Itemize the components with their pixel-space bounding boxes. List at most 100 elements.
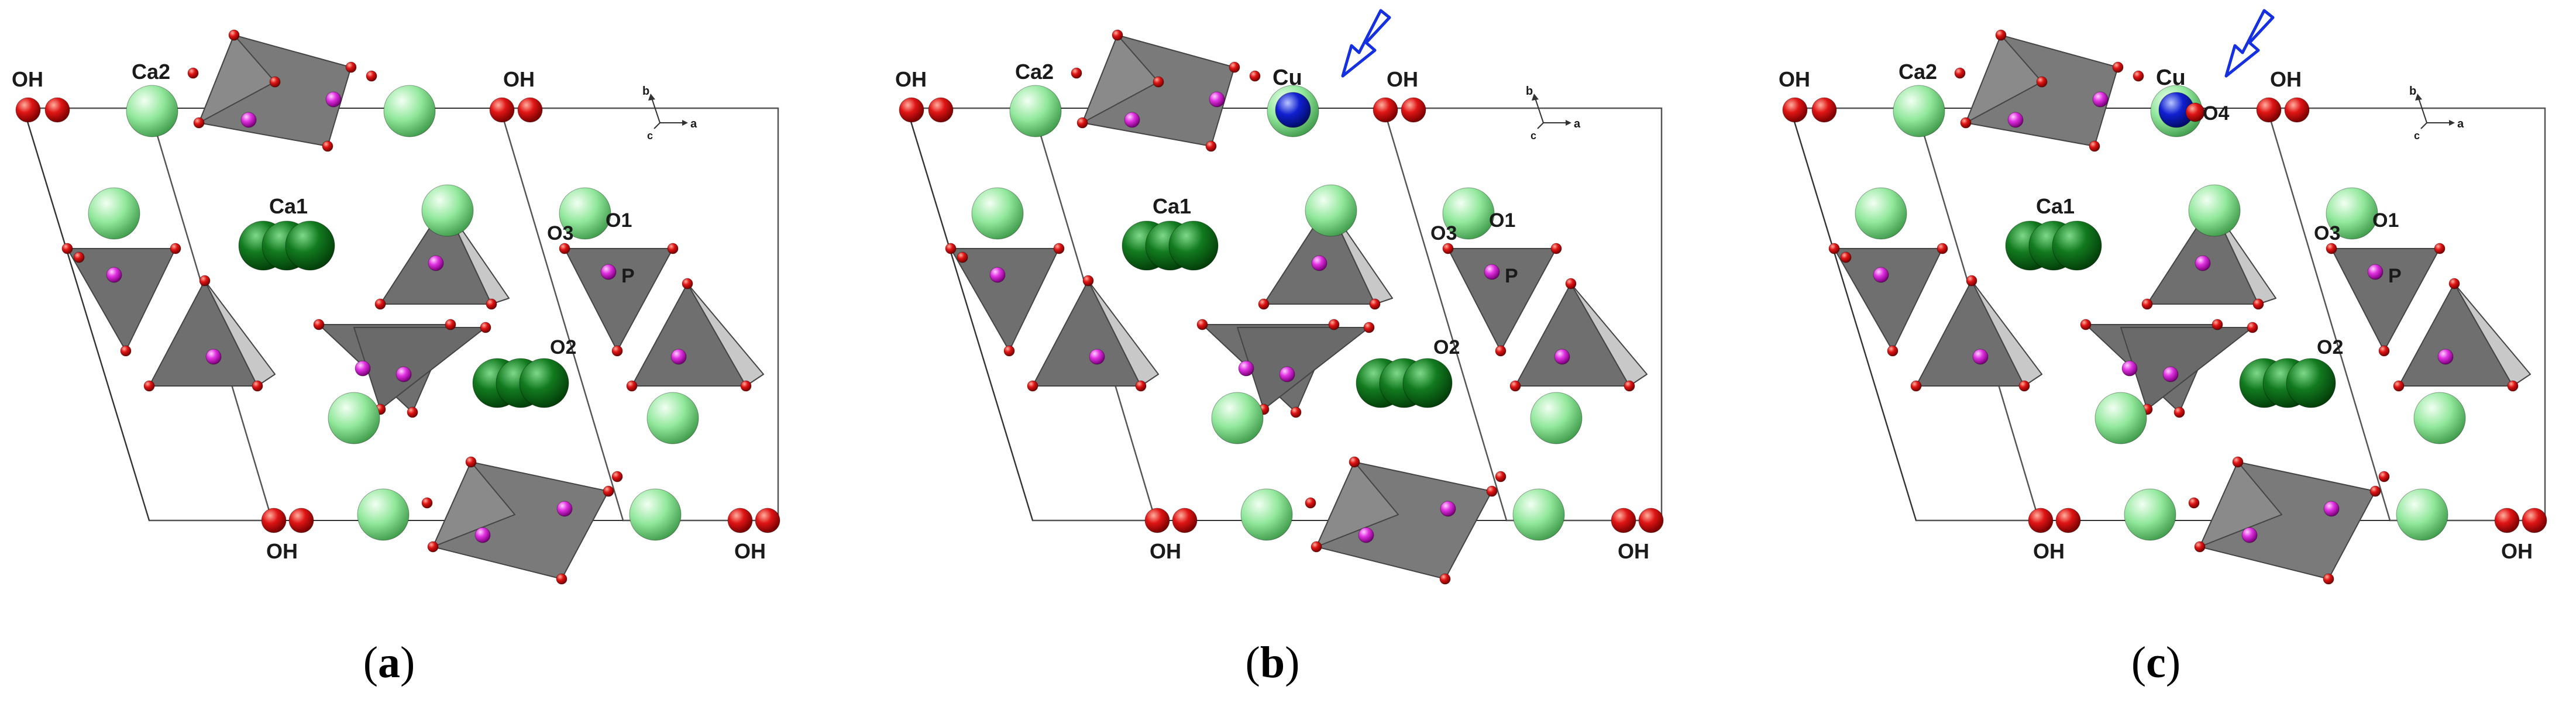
label-o3: O3	[1430, 222, 1457, 244]
phosphorus-atom	[325, 91, 342, 108]
hydroxyl-oxygen	[1638, 508, 1664, 533]
label-o1: O1	[606, 209, 632, 232]
oxygen-atom	[2378, 345, 2390, 357]
oxygen-atom	[1486, 485, 1498, 497]
oxygen-atom	[945, 243, 957, 254]
oxygen-atom	[2393, 380, 2405, 392]
phosphorus-atom	[1279, 366, 1295, 382]
label-o2: O2	[550, 336, 576, 358]
caption-open-paren: (	[1246, 638, 1260, 687]
label-oh-top-left: OH	[1779, 67, 1810, 91]
label-ca2: Ca2	[132, 60, 170, 84]
label-o2: O2	[1433, 336, 1460, 358]
label-o4: O4	[2203, 102, 2229, 125]
hydroxyl-oxygen	[1144, 508, 1170, 533]
po4-tetrahedron-face	[2120, 327, 2253, 410]
phosphorus-atom	[2195, 255, 2211, 271]
ca2-atom	[1855, 187, 1907, 240]
hydroxyl-oxygen	[928, 97, 954, 123]
oxygen-atom	[199, 275, 211, 287]
oxygen-atom	[740, 380, 752, 392]
axis-label-b: b	[2409, 85, 2416, 98]
po4-tetrahedron-face	[1082, 35, 1159, 123]
label-oh-bottom-right: OH	[734, 539, 766, 563]
po4-tetrahedron-face	[353, 327, 486, 410]
label-oh-bottom-left: OH	[1150, 539, 1181, 563]
ca1-atom	[2052, 220, 2102, 271]
po4-tetrahedron-face	[2331, 248, 2440, 351]
hydroxyl-oxygen	[1811, 97, 1837, 123]
oxygen-atom	[2018, 380, 2030, 392]
phosphorus-atoms	[1873, 91, 2454, 543]
axis-label-c: c	[2414, 130, 2420, 142]
arrow-icon	[1341, 9, 1391, 78]
oxygen-atom	[193, 117, 205, 129]
phosphorus-atom	[205, 349, 222, 365]
oxygen-atom	[626, 380, 638, 392]
oxygen-atom	[480, 322, 491, 333]
ca2-atom	[383, 85, 436, 137]
oxygen-atom	[2133, 70, 2144, 82]
hydroxyl-oxygen	[2522, 508, 2547, 533]
label-o3: O3	[547, 222, 573, 244]
po4-tetrahedron-face	[1447, 248, 1557, 351]
oxygen-atom	[1937, 243, 1948, 254]
oxygen-atom	[1439, 573, 1451, 585]
oxygen-atom	[667, 243, 679, 254]
oxygen-atom	[603, 485, 614, 497]
po4-tetrahedron-face	[1834, 248, 1943, 351]
label-oh-bottom-right: OH	[1618, 539, 1649, 563]
oxygen-atom	[1565, 278, 1577, 289]
hydroxyl-oxygen	[2055, 508, 2081, 533]
oxygen-atom	[1828, 243, 1840, 254]
panel-caption: (c)	[2131, 638, 2181, 687]
ca2-atom	[88, 187, 140, 240]
polyhedron-edge	[23, 108, 150, 521]
oxygen-atom	[1196, 319, 1208, 330]
label-ca2: Ca2	[1015, 60, 1054, 84]
phosphorus-atom	[2241, 527, 2258, 543]
ca2-atom	[1893, 85, 1945, 137]
oxygen-atom	[1290, 406, 1302, 418]
oxygen-atom	[1053, 243, 1065, 254]
ca1-atom	[285, 220, 335, 271]
ca2-atom	[1240, 488, 1293, 541]
oxygen-atom	[1229, 61, 1240, 73]
oxygen-atom	[1995, 29, 2007, 41]
ca1-atom	[1402, 358, 1453, 408]
label-oh-bottom-left: OH	[2033, 539, 2065, 563]
label-oh-bottom-left: OH	[266, 539, 298, 563]
ca2-atom	[971, 187, 1024, 240]
phosphorus-atom	[1209, 91, 1225, 108]
oxygen-atom	[2507, 380, 2519, 392]
po4-tetrahedron-face	[1965, 35, 2042, 123]
oxygen-atom	[2194, 541, 2206, 553]
oxygen-atom	[1369, 298, 1381, 310]
oxygen-atom	[170, 243, 181, 254]
oxygen-atom	[1305, 497, 1316, 509]
axis-label-a: a	[1574, 118, 1581, 130]
phosphorus-atom	[1358, 527, 1374, 543]
label-p: P	[1505, 265, 1518, 287]
axis-label-c: c	[1531, 130, 1536, 142]
oxygen-atom	[143, 380, 155, 392]
caption-open-paren: (	[363, 638, 378, 687]
ca2-atom	[328, 392, 380, 444]
oxygen-atom	[2089, 140, 2100, 152]
oxygen-atom	[2448, 278, 2460, 289]
oxygen-atom	[1887, 345, 1899, 357]
oxygen-atom	[2188, 497, 2200, 509]
phosphorus-atom	[1554, 349, 1570, 365]
oxygen-atom	[1258, 298, 1270, 310]
oxygen-atom	[559, 243, 570, 254]
ca1-atoms	[238, 220, 569, 408]
oxygen-atom	[1363, 322, 1375, 333]
oxygen-atom	[2369, 485, 2381, 497]
caption-letter: a	[378, 638, 400, 687]
label-oh-top-mid: OH	[503, 67, 535, 91]
po4-tetrahedron-face	[950, 248, 1060, 351]
